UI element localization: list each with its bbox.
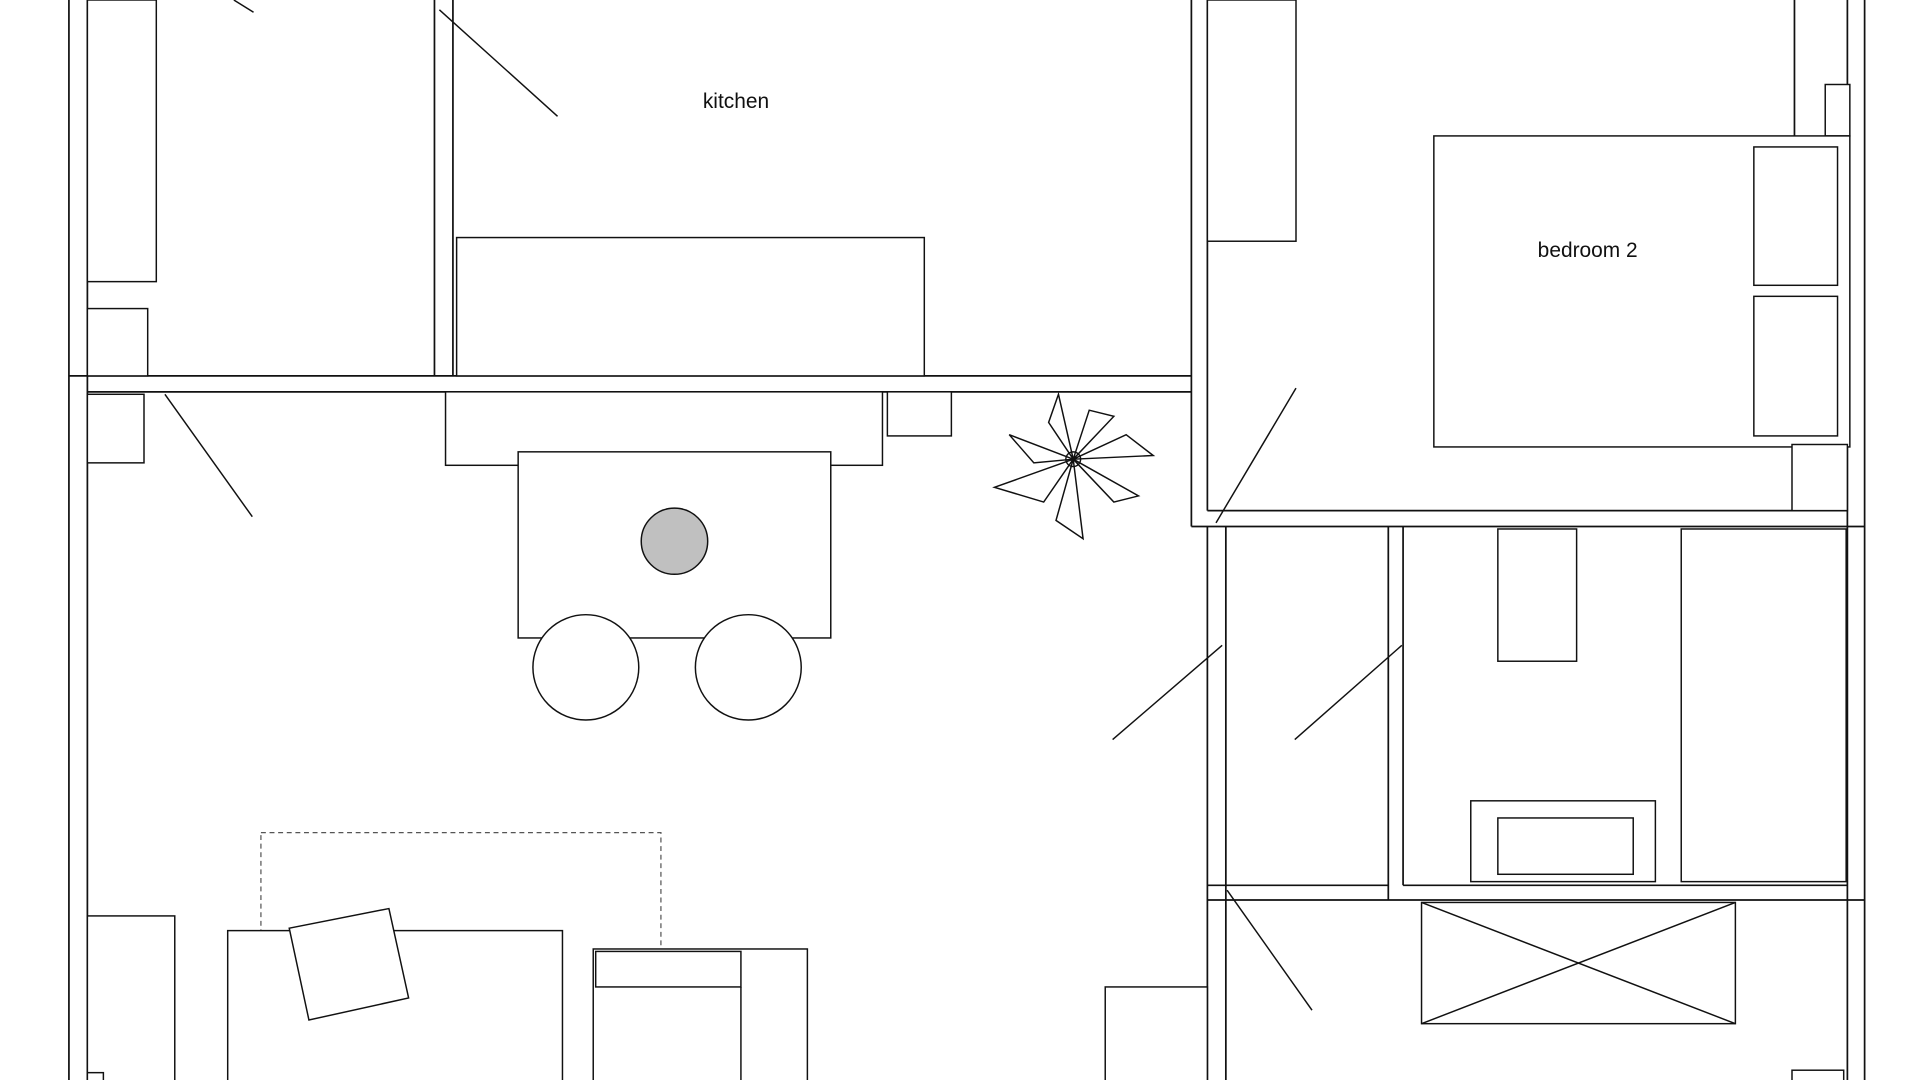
shelf: [1824, 83, 1851, 137]
cabinet: [86, 307, 149, 377]
cabinet: [86, 393, 145, 464]
door-swing: [1215, 387, 1297, 524]
cabinet: [86, 915, 176, 1080]
pillow: [1753, 146, 1839, 287]
room-label-bedroom-2: bedroom 2: [1538, 239, 1638, 262]
door-swing: [1112, 644, 1223, 741]
fixture: [1791, 1069, 1845, 1080]
door-swing: [1226, 889, 1313, 1011]
cabinet: [886, 391, 953, 437]
side-table: [288, 907, 410, 1021]
door-swing: [1294, 644, 1403, 741]
door-swing: [164, 393, 253, 518]
stool: [532, 613, 640, 721]
armchair-back: [594, 950, 742, 988]
toilet-tank: [1497, 528, 1578, 662]
wardrobe: [1206, 0, 1297, 242]
walls: [68, 0, 1866, 1080]
fixture: [86, 1071, 105, 1080]
plant-icon: [992, 391, 1156, 541]
kitchen-counter: [455, 236, 926, 377]
door-swing: [438, 9, 559, 117]
closet: [86, 0, 158, 283]
sink-basin: [1497, 817, 1634, 876]
shower: [1680, 528, 1847, 883]
stool: [694, 613, 802, 721]
cabinet: [1104, 986, 1209, 1080]
doors: [164, 0, 1403, 1011]
storage-box: [1420, 901, 1737, 1025]
nightstand: [1791, 443, 1849, 512]
lamp: [640, 507, 709, 576]
furniture: [86, 0, 1851, 1080]
door-swing: [233, 0, 254, 13]
pillow: [1753, 295, 1839, 437]
room-label-kitchen: kitchen: [703, 90, 769, 113]
